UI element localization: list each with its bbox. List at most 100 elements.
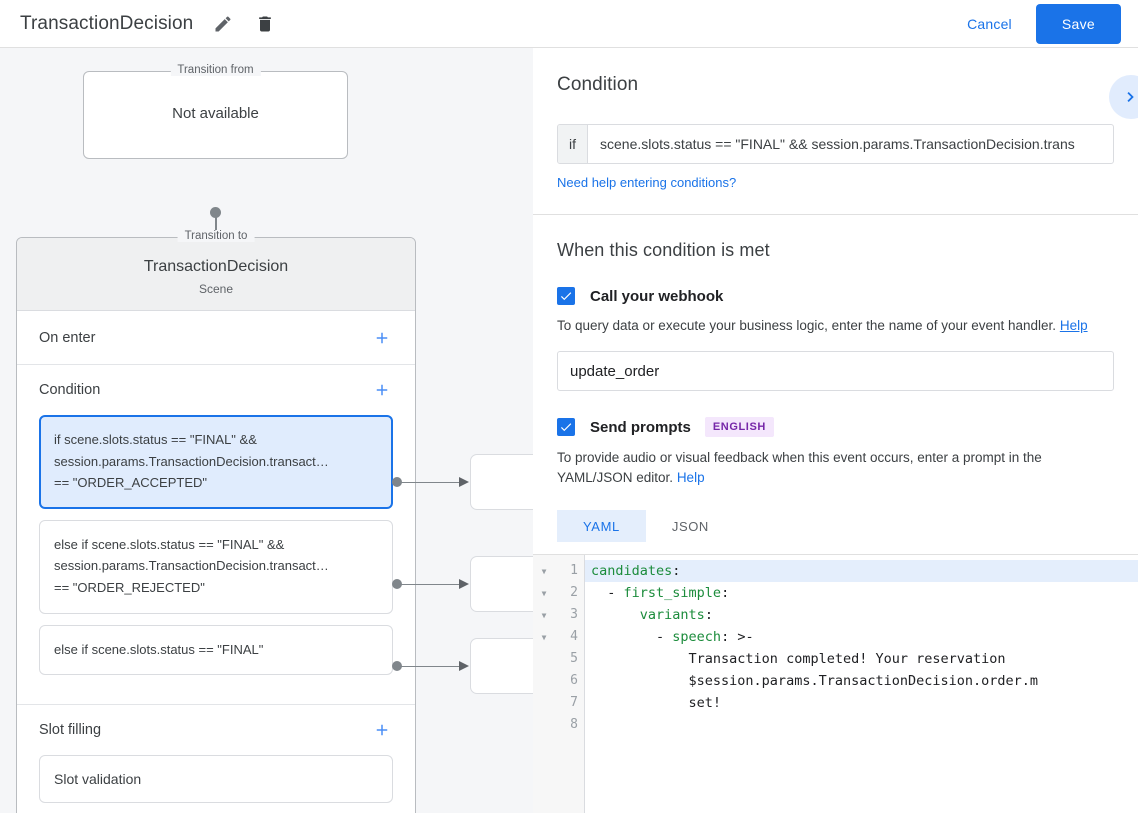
section-on-enter[interactable]: On enter <box>17 311 415 365</box>
transition-from-legend: Transition from <box>170 64 261 76</box>
page-title: TransactionDecision <box>20 12 194 34</box>
pencil-icon[interactable] <box>211 12 235 36</box>
target-card[interactable] <box>470 454 533 510</box>
add-slot-filling-icon[interactable] <box>371 719 393 741</box>
section-condition-label: Condition <box>39 382 101 398</box>
line-number: 1 <box>570 563 578 578</box>
line-number: 8 <box>570 717 578 732</box>
prompts-checkbox[interactable] <box>557 418 575 436</box>
scene-type: Scene <box>198 282 234 296</box>
add-on-enter-icon[interactable] <box>371 327 393 349</box>
condition-card[interactable]: if scene.slots.status == "FINAL" &&sessi… <box>39 415 393 509</box>
check-icon <box>560 292 572 301</box>
line-number-gutter: 1 2 3 4 5 6 7 8 <box>555 555 585 813</box>
webhook-checkbox[interactable] <box>557 287 575 305</box>
line-number: 3 <box>570 607 578 622</box>
connector-dot <box>392 661 402 671</box>
condition-card-line: else if scene.slots.status == "FINAL" && <box>54 536 285 552</box>
section-divider <box>17 704 415 706</box>
chevron-right-icon <box>1127 91 1134 103</box>
webhook-checkbox-row[interactable]: Call your webhook <box>557 287 1114 305</box>
transition-to-box: Transition to TransactionDecision Scene … <box>16 230 416 813</box>
line-number: 6 <box>570 673 578 688</box>
connector-line <box>400 665 462 667</box>
prompts-description: To provide audio or visual feedback when… <box>557 448 1114 488</box>
scene-header: TransactionDecision Scene <box>17 238 415 311</box>
code-line: set! <box>591 695 722 711</box>
panel-divider <box>533 214 1138 215</box>
slot-filling-list: Slot validation <box>39 755 393 804</box>
add-condition-icon[interactable] <box>371 379 393 401</box>
yaml-key: candidates <box>591 563 673 579</box>
webhook-help-link[interactable]: Help <box>1059 318 1088 333</box>
when-met-heading: When this condition is met <box>557 240 770 260</box>
code-line: candidates: <box>585 560 1138 582</box>
condition-input-row[interactable]: if <box>557 124 1114 164</box>
save-button[interactable]: Save <box>1035 3 1121 44</box>
code-line: - first_simple: <box>591 585 730 601</box>
tab-json[interactable]: JSON <box>671 518 709 534</box>
fold-toggle-icon[interactable]: ▼ <box>541 632 547 642</box>
line-number: 2 <box>570 585 578 600</box>
condition-expression-input[interactable] <box>588 125 1113 163</box>
condition-card-line: if scene.slots.status == "FINAL" && <box>54 432 257 447</box>
fold-spacer <box>533 648 555 670</box>
tab-yaml[interactable]: YAML <box>557 510 646 542</box>
if-prefix-label: if <box>558 125 588 163</box>
webhook-description-text: To query data or execute your business l… <box>557 318 1057 333</box>
prompts-description-text: To provide audio or visual feedback when… <box>557 450 1042 485</box>
condition-card-line: == "ORDER_ACCEPTED" <box>54 475 207 491</box>
connector-arrow <box>459 579 469 589</box>
section-slot-filling-label: Slot filling <box>39 722 102 739</box>
slot-filling-card[interactable]: Slot validation <box>39 755 393 804</box>
fold-spacer <box>533 670 555 692</box>
code-area[interactable]: candidates: - first_simple: variants: - … <box>585 555 1138 813</box>
yaml-editor[interactable]: ▼ ▼ ▼ ▼ 1 2 3 4 5 6 7 8 candidates: - first_simple… <box>533 554 1138 813</box>
trash-icon[interactable] <box>253 12 277 36</box>
condition-list: if scene.slots.status == "FINAL" && sessi… <box>39 415 393 676</box>
condition-card-line: session.params.TransactionDecision.trans… <box>54 558 329 574</box>
line-number: 7 <box>570 695 578 710</box>
fold-toggle-icon[interactable]: ▼ <box>541 566 547 576</box>
fold-toggle-icon[interactable]: ▼ <box>541 610 547 620</box>
panel-title: Condition <box>557 74 639 95</box>
fold-toggle-icon[interactable]: ▼ <box>541 588 547 598</box>
target-card[interactable] <box>470 638 533 694</box>
language-badge: ENGLISH <box>704 417 774 437</box>
code-line: Transaction completed! Your reservation <box>591 651 1006 667</box>
condition-section: Condition if Need help entering conditio… <box>533 48 1138 192</box>
yaml-key: variants <box>639 607 705 623</box>
scene-name: TransactionDecision <box>143 258 289 275</box>
line-number: 4 <box>570 629 578 644</box>
condition-help-link[interactable]: Need help entering conditions? <box>557 175 737 190</box>
line-number: 5 <box>570 651 578 666</box>
fold-spacer <box>533 692 555 714</box>
condition-card[interactable]: else if scene.slots.status == "FINAL" &&… <box>39 519 393 614</box>
check-icon <box>560 423 572 432</box>
connector-dot <box>392 579 402 589</box>
section-on-enter-label: On enter <box>39 329 96 346</box>
code-line: - speech: >- <box>591 629 754 645</box>
connector-dot <box>392 477 402 487</box>
section-slot-filling: Slot filling Slot validation <box>17 705 415 813</box>
next-condition-button[interactable] <box>1109 75 1138 119</box>
connector-line <box>400 583 462 585</box>
condition-card-line: == "ORDER_REJECTED" <box>54 579 205 595</box>
webhook-handler-input[interactable] <box>557 351 1114 391</box>
cancel-button[interactable]: Cancel <box>967 15 1012 32</box>
target-card[interactable] <box>470 556 533 612</box>
yaml-key: first_simple <box>623 585 722 601</box>
transition-to-legend: Transition to <box>177 230 255 242</box>
fold-spacer <box>533 714 555 736</box>
prompts-help-link[interactable]: Help <box>676 470 705 485</box>
condition-card-line: else if scene.slots.status == "FINAL" <box>54 641 264 657</box>
connector-line <box>400 481 462 483</box>
prompts-checkbox-row[interactable]: Send prompts ENGLISH <box>557 417 1114 437</box>
fold-gutter: ▼ ▼ ▼ ▼ <box>533 555 555 813</box>
condition-card[interactable]: else if scene.slots.status == "FINAL" <box>39 624 393 676</box>
connector-arrow <box>459 477 469 487</box>
code-line: $session.params.TransactionDecision.orde… <box>591 673 1039 689</box>
transition-from-box: Transition from Not available <box>83 64 348 159</box>
webhook-description: To query data or execute your business l… <box>557 316 1114 336</box>
